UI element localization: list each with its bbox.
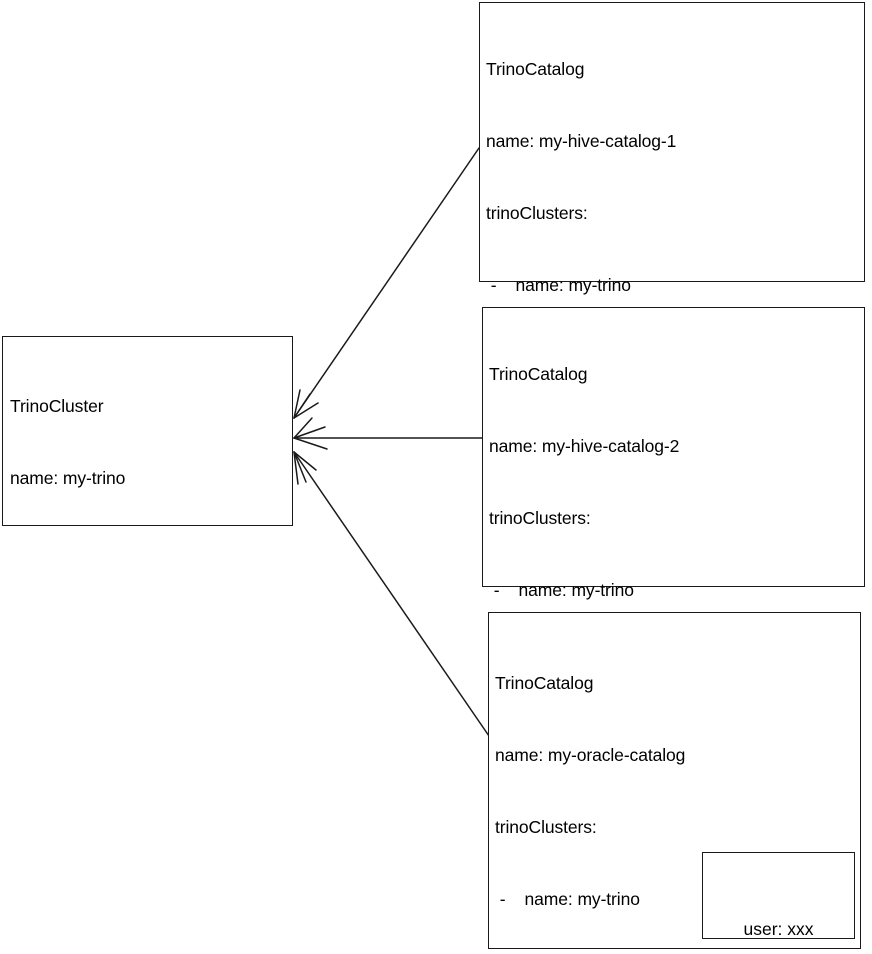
node-trino-cluster-text: TrinoCluster name: my-trino: [10, 346, 125, 538]
line: name: my-hive-catalog-1: [486, 131, 677, 151]
line: name: my-hive-catalog-2: [489, 436, 680, 456]
edge-catalog-1-to-cluster: [293, 147, 480, 419]
edge-catalog-2-to-cluster: [293, 417, 483, 450]
node-trino-cluster[interactable]: TrinoCluster name: my-trino: [2, 336, 293, 526]
line: - name: my-trino: [489, 580, 634, 600]
line: trinoClusters:: [495, 817, 597, 837]
line: - name: my-trino: [495, 889, 640, 909]
line: TrinoCatalog: [489, 364, 588, 384]
line: - name: my-trino: [486, 275, 631, 295]
edge-catalog-3-to-cluster: [293, 451, 490, 737]
line: name: my-oracle-catalog: [495, 745, 686, 765]
node-oracle-credentials-secret-text: user: xxx password: xxx: [703, 867, 854, 954]
line: trinoClusters:: [489, 508, 591, 528]
node-trino-catalog-hive-1[interactable]: TrinoCatalog name: my-hive-catalog-1 tri…: [479, 2, 865, 655]
line: name: my-trino: [10, 468, 126, 488]
line: trinoClusters:: [486, 203, 588, 223]
line: TrinoCatalog: [495, 673, 594, 693]
node-trino-catalog-oracle-text: TrinoCatalog name: my-oracle-catalog tri…: [495, 623, 791, 954]
line: user: xxx: [743, 919, 814, 939]
line: TrinoCluster: [10, 396, 104, 416]
node-trino-catalog-hive-2[interactable]: TrinoCatalog name: my-hive-catalog-2 tri…: [482, 307, 865, 888]
node-oracle-credentials-secret[interactable]: user: xxx password: xxx: [702, 852, 855, 939]
line: TrinoCatalog: [486, 59, 585, 79]
